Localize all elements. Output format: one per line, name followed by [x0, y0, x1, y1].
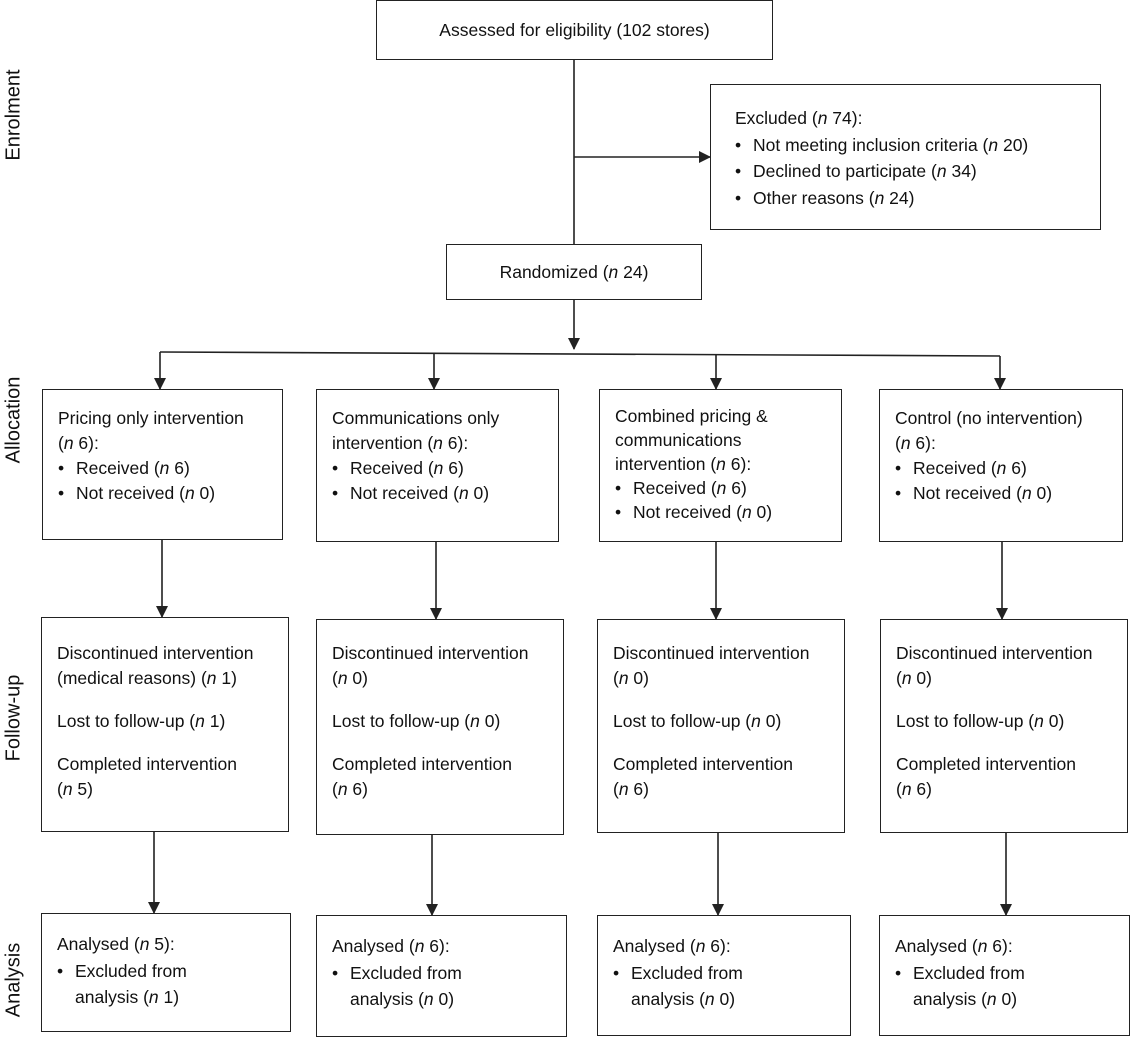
discontinued-text: Discontinued intervention: [332, 643, 529, 663]
phase-label-enrolment: Enrolment: [2, 69, 25, 161]
received-item: Received (n 6): [895, 456, 1122, 481]
lost-text: Lost to follow-up (n 1): [57, 711, 226, 731]
followup-box-combined: Discontinued intervention (n 0) Lost to …: [597, 619, 845, 833]
phase-label-allocation: Allocation: [2, 376, 25, 464]
lost-text: Lost to follow-up (n 0): [332, 711, 501, 731]
analysed-title: Analysed (n 5):: [57, 934, 175, 954]
excluded-title: Excluded (n 74):: [735, 108, 863, 128]
followup-box-pricing-only: Discontinued intervention (medical reaso…: [41, 617, 289, 832]
phase-label-follow-up: Follow-up: [2, 674, 25, 762]
received-item: Received (n 6): [615, 476, 841, 500]
discontinued-text: Discontinued intervention: [613, 643, 810, 663]
lost-text: Lost to follow-up (n 0): [896, 711, 1065, 731]
analysed-title: Analysed (n 6):: [613, 936, 731, 956]
lost-text: Lost to follow-up (n 0): [613, 711, 782, 731]
not-received-item: Not received (n 0): [895, 481, 1122, 506]
allocation-box-control: Control (no intervention) (n 6): Receive…: [879, 389, 1123, 542]
completed-text: Completed intervention: [613, 754, 793, 774]
completed-text: Completed intervention: [57, 754, 237, 774]
not-received-item: Not received (n 0): [615, 500, 841, 524]
assessed-text: Assessed for eligibility (102 stores): [439, 19, 710, 40]
discontinued-text: Discontinued intervention: [57, 643, 254, 663]
randomized-text: Randomized (n 24): [499, 261, 649, 282]
followup-box-communications-only: Discontinued intervention (n 0) Lost to …: [316, 619, 564, 835]
received-item: Received (n 6): [58, 456, 282, 481]
completed-text: Completed intervention: [896, 754, 1076, 774]
completed-text: Completed intervention: [332, 754, 512, 774]
allocation-branch-line: [159, 351, 1001, 357]
excluded-reason-other: Other reasons (n 24): [735, 185, 1100, 212]
allocation-box-combined: Combined pricing & communications interv…: [599, 389, 842, 542]
not-received-item: Not received (n 0): [58, 481, 282, 506]
discontinued-text: Discontinued intervention: [896, 643, 1093, 663]
received-item: Received (n 6): [332, 456, 558, 481]
excluded-box: Excluded (n 74): Not meeting inclusion c…: [710, 84, 1101, 230]
analysed-title: Analysed (n 6):: [895, 936, 1013, 956]
assessed-box: Assessed for eligibility (102 stores): [376, 0, 773, 60]
excluded-reason-inclusion: Not meeting inclusion criteria (n 20): [735, 132, 1100, 159]
allocation-box-communications-only: Communications only intervention (n 6): …: [316, 389, 559, 542]
randomized-box: Randomized (n 24): [446, 244, 702, 300]
followup-box-control: Discontinued intervention (n 0) Lost to …: [880, 619, 1128, 833]
phase-label-analysis: Analysis: [2, 942, 25, 1018]
not-received-item: Not received (n 0): [332, 481, 558, 506]
allocation-box-pricing-only: Pricing only intervention (n 6): Receive…: [42, 389, 283, 540]
analysed-title: Analysed (n 6):: [332, 936, 450, 956]
excluded-reason-declined: Declined to participate (n 34): [735, 158, 1100, 185]
